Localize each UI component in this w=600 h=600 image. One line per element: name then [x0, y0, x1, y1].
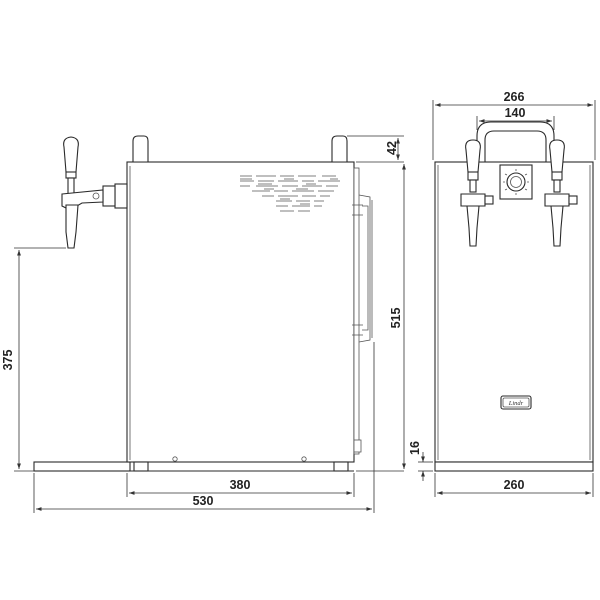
tap-shank-ring	[102, 185, 116, 207]
cooler-body-front	[434, 161, 594, 463]
screw-left	[172, 456, 178, 462]
svg-text:Lindr: Lindr	[508, 400, 524, 407]
foot-left	[133, 461, 149, 472]
dimension-total-depth: 530	[193, 494, 214, 508]
base-plate	[33, 461, 131, 472]
front-view: Lindr	[434, 121, 594, 472]
rear-rack	[352, 167, 373, 455]
beer-tap-left	[460, 139, 494, 247]
brand-logo: Lindr	[500, 395, 532, 410]
thermostat-knob-icon	[503, 169, 529, 195]
dimension-body-width: 260	[504, 478, 525, 492]
ventilation-grille	[240, 175, 340, 212]
beer-tap-right	[544, 139, 578, 247]
dimension-tap-height: 375	[1, 350, 15, 371]
front-foot-strip	[434, 461, 594, 472]
handle-post-left	[132, 135, 149, 163]
dimension-body-height: 515	[389, 308, 403, 329]
dimension-overall-width: 266	[504, 90, 525, 104]
foot-right	[333, 461, 349, 472]
carry-handle-front	[476, 121, 555, 163]
side-view	[33, 135, 373, 472]
side-dimensions: 375 380 530 42 515	[1, 135, 406, 513]
dimension-body-depth: 380	[230, 478, 251, 492]
handle-post-right	[331, 135, 348, 163]
screw-right	[301, 456, 307, 462]
cooler-body-side	[126, 161, 355, 463]
dimension-foot-height: 16	[408, 441, 422, 455]
front-dimensions: 266 140 16 260	[408, 90, 596, 497]
beer-tap-side	[61, 136, 104, 249]
dimension-handle-height: 42	[385, 141, 399, 155]
tap-shank-housing	[114, 183, 128, 209]
dimension-handle-width: 140	[505, 106, 526, 120]
